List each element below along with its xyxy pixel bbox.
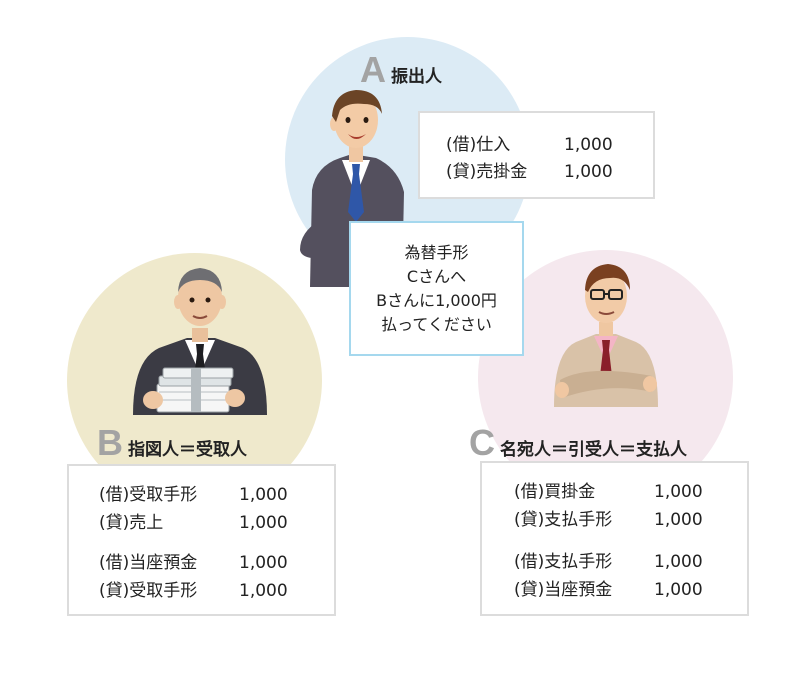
party-a-journal-entries: (借)仕入 1,000 (貸)売掛金 1,000	[418, 111, 655, 199]
party-b-letter: B	[97, 422, 123, 463]
journal-account: (借)当座預金	[99, 553, 198, 573]
party-a-label: A 振出人	[360, 52, 442, 88]
drawee-person-illustration	[554, 264, 658, 407]
party-c-journal-entries: (借)買掛金 1,000 (貸)支払手形 1,000 (借)支払手形 1,000…	[480, 461, 749, 616]
journal-amount: 1,000	[654, 580, 703, 600]
journal-account: (借)買掛金	[514, 482, 596, 502]
journal-amount: 1,000	[564, 135, 613, 155]
journal-line: (借)受取手形 1,000	[99, 485, 288, 505]
journal-amount: 1,000	[239, 513, 288, 533]
journal-amount: 1,000	[654, 510, 703, 530]
journal-line: (借)当座預金 1,000	[99, 553, 288, 573]
journal-line: (借)買掛金 1,000	[514, 482, 703, 502]
party-b-role: 指図人＝受取人	[128, 440, 247, 460]
party-b-label: B 指図人＝受取人	[97, 425, 247, 461]
journal-line: (貸)受取手形 1,000	[99, 581, 288, 601]
party-c-label: C 名宛人＝引受人＝支払人	[469, 425, 687, 461]
note-line: Bさんに1,000円	[376, 290, 497, 310]
note-line: 払ってください	[381, 314, 492, 334]
journal-line: (貸)売上 1,000	[99, 513, 288, 533]
bill-of-exchange-note: 為替手形 Cさんへ Bさんに1,000円 払ってください	[349, 221, 524, 356]
party-a-letter: A	[360, 49, 386, 90]
party-b-journal-entries: (借)受取手形 1,000 (貸)売上 1,000 (借)当座預金 1,000 …	[67, 464, 336, 616]
journal-line: (借)支払手形 1,000	[514, 552, 703, 572]
journal-account: (借)受取手形	[99, 485, 198, 505]
journal-amount: 1,000	[239, 485, 288, 505]
journal-account: (貸)売掛金	[446, 162, 528, 182]
party-a-role: 振出人	[391, 67, 442, 87]
journal-line: (貸)売掛金 1,000	[446, 162, 613, 182]
journal-amount: 1,000	[239, 581, 288, 601]
journal-account: (貸)売上	[99, 513, 164, 533]
payee-person-illustration	[133, 268, 267, 415]
journal-line: (貸)支払手形 1,000	[514, 510, 703, 530]
journal-account: (貸)受取手形	[99, 581, 198, 601]
note-line: 為替手形	[404, 242, 469, 262]
journal-amount: 1,000	[654, 552, 703, 572]
journal-amount: 1,000	[239, 553, 288, 573]
party-c-role: 名宛人＝引受人＝支払人	[500, 440, 687, 460]
party-c-letter: C	[469, 422, 495, 463]
journal-account: (貸)当座預金	[514, 580, 613, 600]
journal-amount: 1,000	[654, 482, 703, 502]
journal-account: (借)支払手形	[514, 552, 613, 572]
journal-amount: 1,000	[564, 162, 613, 182]
journal-line: (借)仕入 1,000	[446, 135, 613, 155]
journal-account: (借)仕入	[446, 135, 511, 155]
journal-account: (貸)支払手形	[514, 510, 613, 530]
note-line: Cさんへ	[406, 266, 467, 286]
journal-line: (貸)当座預金 1,000	[514, 580, 703, 600]
